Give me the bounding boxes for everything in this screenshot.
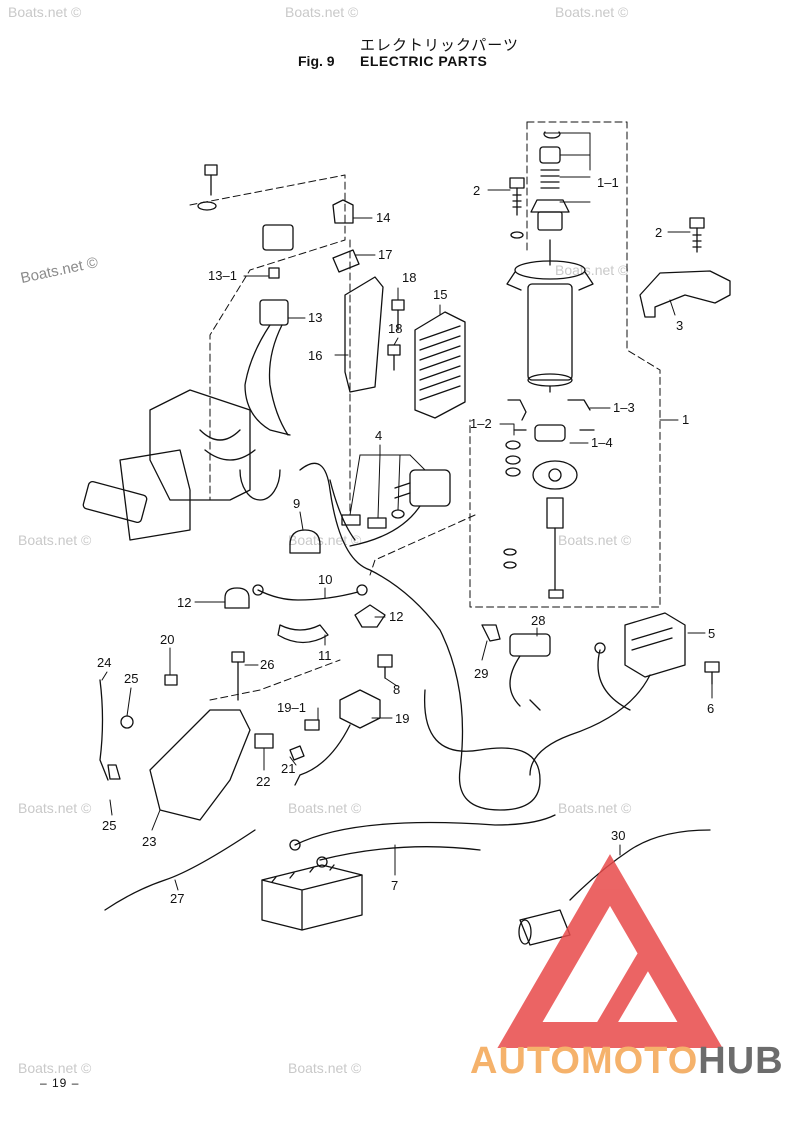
watermark: Boats.net ©: [555, 4, 629, 20]
relay-group-outline: [189, 174, 346, 501]
callout-1-1: 1–1: [597, 175, 619, 190]
bolt-icon: [509, 177, 525, 239]
watermark: Boats.net ©: [558, 800, 632, 816]
callout-19: 19: [395, 711, 409, 726]
callout-9: 9: [293, 496, 300, 511]
watermark: Boats.net ©: [18, 1060, 92, 1076]
callout-24: 24: [97, 655, 111, 670]
callout-1-2: 1–2: [470, 416, 492, 431]
boot-cap-icon: [354, 604, 386, 628]
callout-1: 1: [682, 412, 689, 427]
watermark: Boats.net ©: [288, 532, 362, 548]
callout-21: 21: [281, 761, 295, 776]
engine-block-icon: [82, 389, 281, 541]
page-number: – 19 –: [40, 1076, 80, 1090]
starter-bracket-icon: [639, 270, 731, 318]
callout-16: 16: [308, 348, 322, 363]
callout-7: 7: [391, 878, 398, 893]
starter-group-outline: [469, 121, 661, 608]
ignition-coil-icon: [341, 469, 451, 547]
callout-11: 11: [318, 648, 332, 663]
callout-12: 12: [389, 609, 403, 624]
bracket-icon: [99, 651, 305, 821]
callout-19-1: 19–1: [277, 700, 306, 715]
callout-22: 22: [256, 774, 270, 789]
callout-2: 2: [473, 183, 480, 198]
rectifier-icon: [414, 311, 466, 419]
brand-wordmark: AUTOMOTOHUB: [470, 1040, 784, 1083]
callout-12: 12: [177, 595, 191, 610]
callout-18: 18: [402, 270, 416, 285]
relay-icon: [197, 164, 360, 326]
callout-26: 26: [260, 657, 274, 672]
callout-8: 8: [393, 682, 400, 697]
callout-18: 18: [388, 321, 402, 336]
switch-icon: [481, 624, 551, 711]
brand-logo-icon: [497, 854, 723, 1048]
callout-5: 5: [708, 626, 715, 641]
cable-icon: [257, 589, 359, 601]
bolt-icon: [689, 217, 705, 253]
brand-part-1: AUTOMOTO: [470, 1040, 699, 1082]
callout-28: 28: [531, 613, 545, 628]
watermark: Boats.net ©: [285, 4, 359, 20]
callout-25: 25: [124, 671, 138, 686]
callout-25: 25: [102, 818, 116, 833]
hose-icon: [277, 624, 329, 644]
watermark: Boats.net ©: [288, 1060, 362, 1076]
cable-icon: [104, 829, 256, 911]
mounting-plate-icon: [344, 276, 384, 393]
title-japanese: エレクトリックパーツ: [360, 36, 519, 54]
figure-number: Fig. 9: [298, 53, 335, 69]
watermark: Boats.net ©: [18, 532, 92, 548]
callout-15: 15: [433, 287, 447, 302]
callout-1-4: 1–4: [591, 435, 613, 450]
callout-2: 2: [655, 225, 662, 240]
callout-4: 4: [375, 428, 382, 443]
watermark: Boats.net ©: [555, 262, 629, 278]
callout-29: 29: [474, 666, 488, 681]
callout-14: 14: [376, 210, 390, 225]
watermark: Boats.net ©: [288, 800, 362, 816]
callout-13: 13: [308, 310, 322, 325]
callout-27: 27: [170, 891, 184, 906]
callout-1-3: 1–3: [613, 400, 635, 415]
callout-3: 3: [676, 318, 683, 333]
starter-motor-icon: [506, 131, 594, 393]
boot-cap-icon: [224, 587, 250, 609]
battery-icon: [261, 814, 556, 931]
coupler-icon: [294, 689, 381, 786]
watermark: Boats.net ©: [18, 800, 92, 816]
callout-10: 10: [318, 572, 332, 587]
callout-30: 30: [611, 828, 625, 843]
callout-6: 6: [707, 701, 714, 716]
rectifier-regulator-icon: [529, 612, 686, 776]
plug-cap-icon: [289, 529, 321, 554]
watermark: Boats.net ©: [558, 532, 632, 548]
brush-holder-icon: [503, 399, 595, 599]
brand-part-2: HUB: [698, 1040, 784, 1082]
callout-23: 23: [142, 834, 156, 849]
callout-20: 20: [160, 632, 174, 647]
watermark: Boats.net ©: [8, 4, 82, 20]
title-english: ELECTRIC PARTS: [360, 53, 488, 69]
callout-13-1: 13–1: [208, 268, 237, 283]
callout-17: 17: [378, 247, 392, 262]
